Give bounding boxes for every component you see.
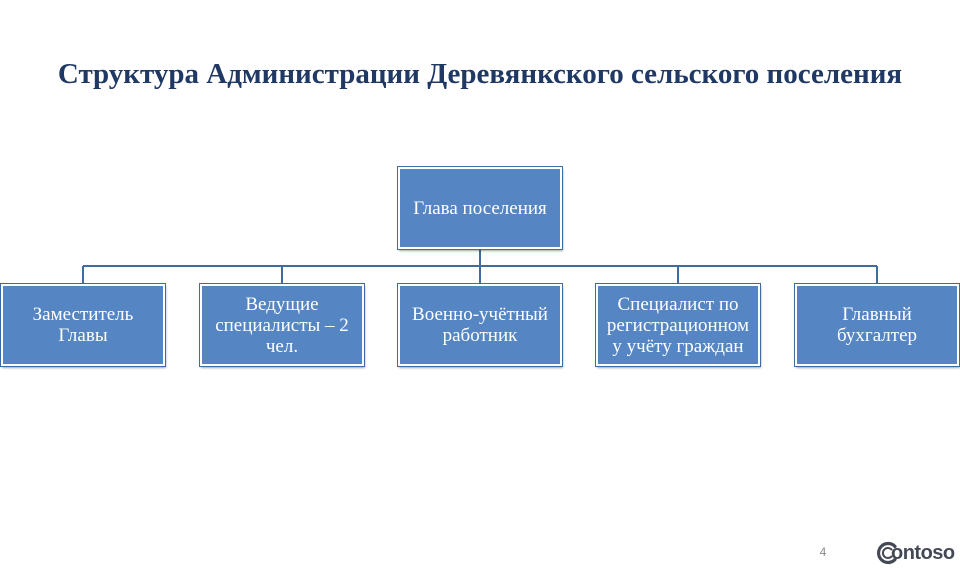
org-box-head: Глава поселения: [397, 166, 563, 250]
org-box-deputy-label: Заместитель Главы: [32, 304, 134, 346]
contoso-logo-icon: [876, 541, 897, 565]
org-box-military-registrar: Военно-учётный работник: [397, 283, 563, 367]
org-box-military-registrar-label: Военно-учётный работник: [412, 304, 548, 346]
slide-title: Структура Администрации Деревянкского се…: [57, 58, 903, 90]
org-box-registration-specialist: Специалист по регистрационном у учёту гр…: [595, 283, 761, 367]
org-box-registration-specialist-label: Специалист по регистрационном у учёту гр…: [606, 293, 750, 357]
page-number: 4: [819, 545, 827, 559]
org-box-deputy: Заместитель Главы: [0, 283, 166, 367]
org-box-chief-accountant-label: Главный бухгалтер: [836, 304, 918, 346]
contoso-logo-text: ontoso: [891, 541, 955, 564]
org-box-lead-specialists: Ведущие специалисты – 2 чел.: [199, 283, 365, 367]
org-box-lead-specialists-label: Ведущие специалисты – 2 чел.: [215, 293, 349, 357]
contoso-logo: ontoso: [876, 538, 955, 568]
org-box-chief-accountant: Главный бухгалтер: [794, 283, 960, 367]
org-box-head-label: Глава поселения: [413, 197, 547, 219]
